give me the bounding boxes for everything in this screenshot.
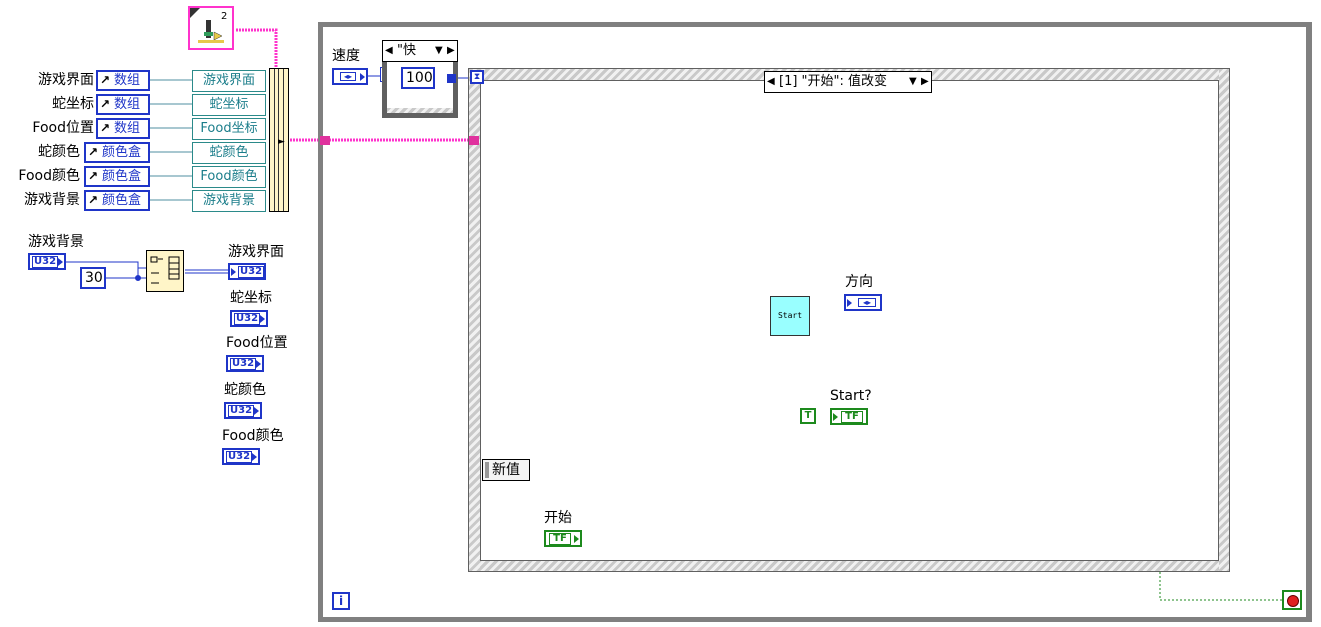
start-control[interactable]: TF: [544, 530, 582, 547]
row-label: 蛇坐标: [52, 96, 94, 112]
row-label: 游戏背景: [24, 192, 80, 208]
prev-case-icon[interactable]: ◀: [385, 45, 393, 56]
corner-mark-icon: [190, 8, 200, 18]
row-label: Food位置: [32, 120, 94, 136]
case-selector[interactable]: ◀ "快 ▼ ▶: [382, 40, 458, 62]
event-data-node[interactable]: 新值: [482, 459, 530, 481]
property-node[interactable]: Food坐标: [192, 118, 266, 140]
control-ref-node[interactable]: 颜色盒: [84, 142, 150, 163]
ref-prop-wires: [150, 79, 192, 201]
bundle-by-name-node[interactable]: ►: [269, 68, 289, 212]
control-reference-icon: [198, 20, 224, 43]
property-node[interactable]: 蛇颜色: [192, 142, 266, 164]
u32-control[interactable]: U32: [28, 253, 66, 270]
control-ref-node[interactable]: 数组: [96, 94, 150, 115]
stop-icon: [1287, 595, 1299, 607]
array-output-label: 蛇颜色: [224, 382, 266, 398]
property-node[interactable]: Food颜色: [192, 166, 266, 188]
event-selector[interactable]: ◀ [1] "开始": 值改变 ▼ ▶: [764, 71, 932, 93]
control-ref-node[interactable]: 颜色盒: [84, 190, 150, 211]
bundle-arrow-icon: ►: [278, 137, 285, 147]
array-output-label: 游戏界面: [228, 244, 284, 260]
event-dropdown-icon[interactable]: ▼: [909, 76, 917, 87]
property-node[interactable]: 游戏背景: [192, 190, 266, 212]
start-subvi[interactable]: Start: [770, 296, 810, 336]
stop-wire: [1159, 568, 1283, 601]
u32-indicator[interactable]: U32: [228, 263, 266, 280]
loop-tunnel: [320, 136, 330, 145]
subvi-label: Start: [777, 311, 803, 320]
row-label: 蛇颜色: [38, 144, 80, 160]
case-dropdown-icon[interactable]: ▼: [435, 45, 443, 56]
initialize-array-icon: [150, 256, 180, 284]
array-input-label: 游戏背景: [28, 234, 84, 250]
size-constant[interactable]: 30: [80, 267, 106, 289]
icon-number: 2: [221, 11, 228, 22]
case-tunnel: [447, 74, 456, 83]
hourglass-icon: ⧗: [473, 72, 481, 82]
event-hatch-bottom: [469, 561, 1229, 571]
case-selector-text: "快: [397, 43, 416, 58]
control-ref-node[interactable]: 颜色盒: [84, 166, 150, 187]
true-constant[interactable]: T: [800, 408, 816, 424]
while-loop[interactable]: [318, 22, 1312, 622]
start-q-label: Start?: [830, 388, 872, 404]
u32-control[interactable]: U32: [226, 355, 264, 372]
event-tunnel: [469, 136, 479, 145]
next-event-icon[interactable]: ▶: [921, 76, 929, 87]
start-label: 开始: [544, 510, 572, 526]
event-frame-inner: [480, 80, 1219, 561]
u32-control[interactable]: U32: [222, 448, 260, 465]
iteration-terminal: i: [332, 592, 350, 610]
speed-enum-control[interactable]: ◂▸: [332, 68, 368, 85]
case-hatch: [387, 108, 453, 113]
event-hatch-right: [1219, 69, 1229, 571]
prev-event-icon[interactable]: ◀: [767, 76, 775, 87]
row-label: Food颜色: [18, 168, 80, 184]
event-selector-text: [1] "开始": 值改变: [779, 74, 888, 89]
control-ref-node[interactable]: 数组: [96, 70, 150, 91]
control-ref-node[interactable]: 数组: [96, 118, 150, 139]
enum-arrows-icon: ◂▸: [858, 298, 876, 307]
enum-arrows-icon: ◂▸: [340, 72, 356, 81]
array-output-label: Food颜色: [222, 428, 284, 444]
vi-reference-icon[interactable]: 2: [188, 6, 234, 50]
direction-indicator[interactable]: ◂▸: [844, 294, 882, 311]
new-value-label: 新值: [492, 462, 520, 478]
row-label: 游戏界面: [38, 72, 94, 88]
stop-button[interactable]: [1282, 590, 1302, 610]
event-data-handle: [485, 462, 489, 478]
cluster-wire-icon: [236, 28, 278, 68]
u32-control[interactable]: U32: [224, 402, 262, 419]
array-output-label: 蛇坐标: [230, 290, 272, 306]
start-q-indicator[interactable]: TF: [830, 408, 868, 425]
u32-control[interactable]: U32: [230, 310, 268, 327]
property-node[interactable]: 蛇坐标: [192, 94, 266, 116]
property-node[interactable]: 游戏界面: [192, 70, 266, 92]
timeout-constant[interactable]: 100: [401, 67, 435, 89]
array-output-label: Food位置: [226, 335, 288, 351]
event-timeout-terminal[interactable]: ⧗: [470, 70, 484, 84]
initialize-array-node[interactable]: [146, 250, 184, 292]
event-hatch-left: [469, 69, 480, 571]
speed-label: 速度: [332, 48, 360, 64]
next-case-icon[interactable]: ▶: [447, 45, 455, 56]
direction-label: 方向: [845, 274, 873, 290]
